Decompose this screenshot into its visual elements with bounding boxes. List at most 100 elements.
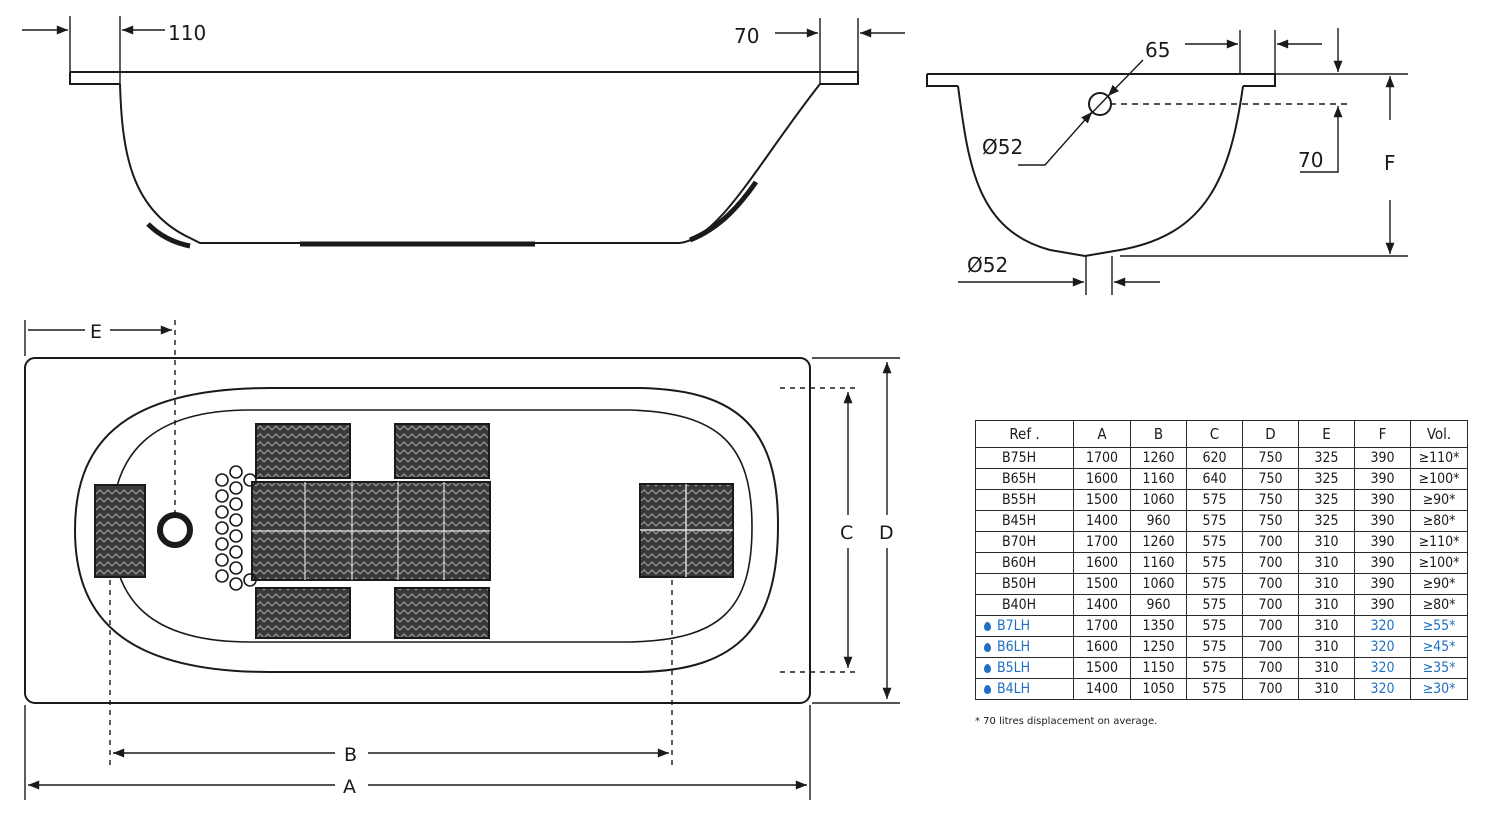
cell-b: 1160 bbox=[1130, 468, 1187, 490]
side-view-rim bbox=[69, 71, 859, 85]
rim-right-dimension: 70 bbox=[734, 24, 759, 48]
cell-ref: B55H bbox=[975, 489, 1074, 511]
cell-d: 700 bbox=[1242, 615, 1299, 637]
cell-vol: ≥90* bbox=[1410, 489, 1468, 511]
ref-code: B7LH bbox=[997, 618, 1031, 634]
dimension-d-label: D bbox=[879, 522, 894, 544]
cell-vol: ≥35* bbox=[1410, 657, 1468, 679]
cell-d: 750 bbox=[1242, 489, 1299, 511]
side-view bbox=[22, 16, 905, 249]
ref-code: B6LH bbox=[997, 639, 1031, 655]
ref-code: B50H bbox=[1002, 576, 1037, 592]
cell-f: 390 bbox=[1354, 447, 1411, 469]
head-grip bbox=[94, 484, 146, 578]
water-drop-icon bbox=[984, 664, 991, 673]
cell-a: 1500 bbox=[1073, 657, 1131, 679]
cell-vol: ≥110* bbox=[1410, 447, 1468, 469]
header-b: B bbox=[1130, 420, 1187, 448]
cell-f: 390 bbox=[1354, 510, 1411, 532]
cell-b: 1160 bbox=[1130, 552, 1187, 574]
cell-d: 750 bbox=[1242, 447, 1299, 469]
cell-e: 310 bbox=[1298, 657, 1355, 679]
end-view-rim bbox=[926, 73, 1276, 87]
cell-e: 325 bbox=[1298, 489, 1355, 511]
water-drop-icon bbox=[984, 643, 991, 652]
header-a: A bbox=[1073, 420, 1131, 448]
cell-a: 1500 bbox=[1073, 489, 1131, 511]
cell-e: 310 bbox=[1298, 594, 1355, 616]
header-vol: Vol. bbox=[1410, 420, 1468, 448]
cell-vol: ≥90* bbox=[1410, 573, 1468, 595]
footnote: * 70 litres displacement on average. bbox=[975, 716, 1158, 727]
header-c: C bbox=[1186, 420, 1243, 448]
cell-a: 1400 bbox=[1073, 510, 1131, 532]
cell-c: 575 bbox=[1186, 552, 1243, 574]
header-d: D bbox=[1242, 420, 1299, 448]
header-e: E bbox=[1298, 420, 1355, 448]
drain-diameter-label: Ø52 bbox=[967, 253, 1008, 277]
cell-d: 750 bbox=[1242, 468, 1299, 490]
cell-a: 1600 bbox=[1073, 468, 1131, 490]
cell-vol: ≥45* bbox=[1410, 636, 1468, 658]
cell-vol: ≥100* bbox=[1410, 552, 1468, 574]
drain-hole bbox=[157, 512, 193, 548]
cell-e: 310 bbox=[1298, 636, 1355, 658]
ref-code: B55H bbox=[1002, 492, 1037, 508]
cell-f: 390 bbox=[1354, 552, 1411, 574]
cell-c: 620 bbox=[1186, 447, 1243, 469]
cell-vol: ≥80* bbox=[1410, 510, 1468, 532]
cell-c: 575 bbox=[1186, 489, 1243, 511]
cell-f: 390 bbox=[1354, 468, 1411, 490]
cell-e: 310 bbox=[1298, 552, 1355, 574]
header-ref: Ref . bbox=[975, 420, 1074, 448]
ref-code: B60H bbox=[1002, 555, 1037, 571]
end-view-tub-profile bbox=[957, 85, 1244, 258]
cell-ref: B4LH bbox=[975, 678, 1074, 700]
cell-ref: B5LH bbox=[975, 657, 1074, 679]
cell-vol: ≥100* bbox=[1410, 468, 1468, 490]
cell-ref: B45H bbox=[975, 510, 1074, 532]
ref-code: B40H bbox=[1002, 597, 1037, 613]
grip-bead-column bbox=[215, 465, 257, 591]
cell-f: 390 bbox=[1354, 594, 1411, 616]
cell-e: 310 bbox=[1298, 573, 1355, 595]
cell-ref: B65H bbox=[975, 468, 1074, 490]
cell-e: 325 bbox=[1298, 510, 1355, 532]
cell-b: 1050 bbox=[1130, 678, 1187, 700]
side-view-tub-profile bbox=[119, 83, 821, 244]
cell-d: 700 bbox=[1242, 636, 1299, 658]
side-view-left-grip bbox=[146, 222, 191, 249]
cell-e: 310 bbox=[1298, 678, 1355, 700]
cell-f: 320 bbox=[1354, 678, 1411, 700]
cell-b: 1060 bbox=[1130, 489, 1187, 511]
cell-ref: B75H bbox=[975, 447, 1074, 469]
dimension-c-label: C bbox=[840, 522, 853, 544]
cell-f: 390 bbox=[1354, 489, 1411, 511]
end-view bbox=[926, 28, 1408, 295]
cell-c: 575 bbox=[1186, 594, 1243, 616]
cell-ref: B60H bbox=[975, 552, 1074, 574]
cell-d: 700 bbox=[1242, 657, 1299, 679]
side-view-right-grip bbox=[689, 180, 759, 243]
cell-b: 1260 bbox=[1130, 531, 1187, 553]
cell-a: 1400 bbox=[1073, 678, 1131, 700]
cell-d: 700 bbox=[1242, 573, 1299, 595]
table-header-row: Ref . A B C D E F Vol. bbox=[975, 420, 1468, 448]
cell-a: 1500 bbox=[1073, 573, 1131, 595]
plan-inner-rim bbox=[73, 387, 780, 673]
cell-ref: B70H bbox=[975, 531, 1074, 553]
cell-ref: B7LH bbox=[975, 615, 1074, 637]
cell-ref: B6LH bbox=[975, 636, 1074, 658]
